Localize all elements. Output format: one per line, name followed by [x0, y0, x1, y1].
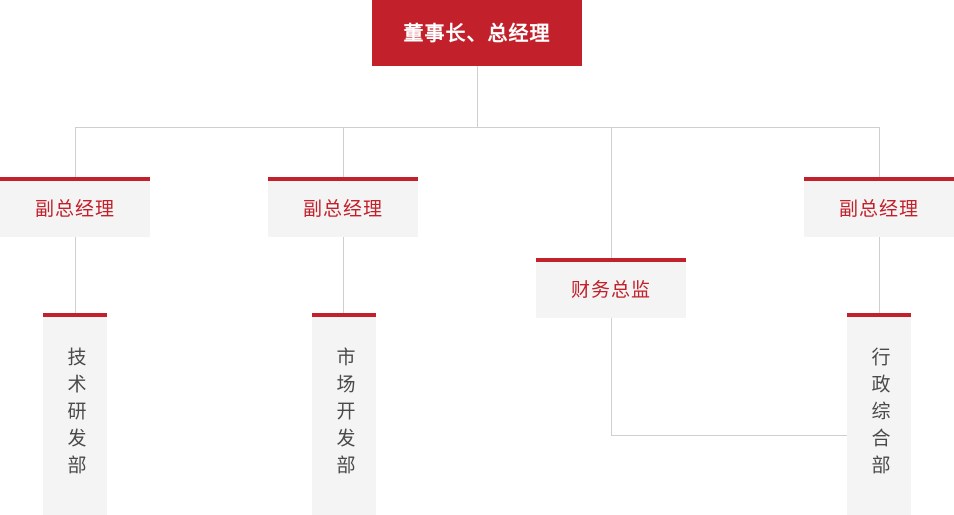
connector-distribution-bar: [75, 127, 880, 128]
node-label-department-market: 市场开发部: [333, 347, 356, 482]
connector-drop-vp-2: [343, 127, 344, 177]
connector-cfo-elbow-vertical: [611, 318, 612, 435]
node-label-vice-general-manager-1: 副总经理: [34, 197, 115, 220]
node-label-department-admin: 行政综合部: [868, 347, 891, 482]
node-department-market[interactable]: 市场开发部: [312, 313, 376, 515]
node-label-vice-general-manager-3: 副总经理: [838, 197, 919, 220]
node-vice-general-manager-2[interactable]: 副总经理: [268, 177, 418, 237]
connector-drop-vp-3: [879, 127, 880, 177]
connector-vp3-to-admin-dept: [879, 237, 880, 313]
connector-drop-vp-1: [75, 127, 76, 177]
connector-drop-cfo: [611, 127, 612, 258]
node-label-department-rd: 技术研发部: [64, 347, 87, 482]
connector-vp2-to-market-dept: [343, 237, 344, 313]
connector-vp1-to-rd-dept: [75, 237, 76, 313]
node-vice-general-manager-1[interactable]: 副总经理: [0, 177, 150, 237]
connector-root-stem: [477, 66, 478, 127]
node-department-admin[interactable]: 行政综合部: [847, 313, 911, 515]
node-vice-general-manager-3[interactable]: 副总经理: [804, 177, 954, 237]
node-label-finance-director: 财务总监: [570, 278, 651, 301]
node-label-vice-general-manager-2: 副总经理: [302, 197, 383, 220]
connector-cfo-elbow-horizontal: [611, 435, 860, 436]
node-label-chairman-general-manager: 董事长、总经理: [403, 21, 551, 45]
node-chairman-general-manager[interactable]: 董事长、总经理: [372, 0, 582, 66]
node-department-rd[interactable]: 技术研发部: [43, 313, 107, 515]
node-finance-director[interactable]: 财务总监: [536, 258, 686, 318]
